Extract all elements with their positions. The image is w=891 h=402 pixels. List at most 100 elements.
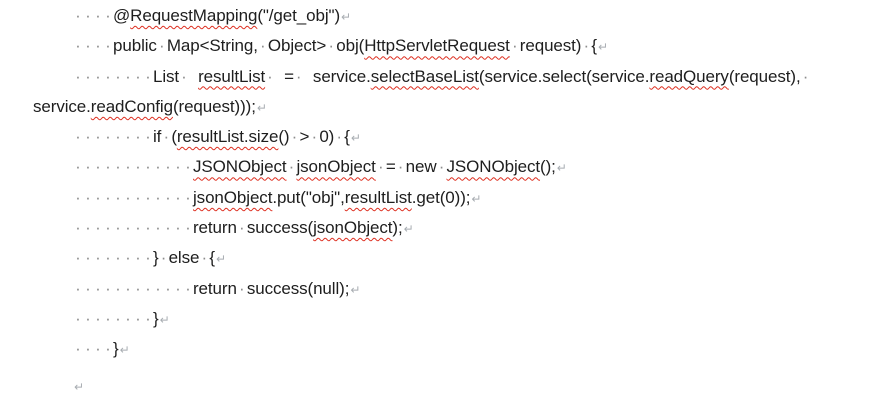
space-mark: · (95, 218, 101, 238)
space-mark: · (145, 66, 151, 86)
line-break-mark: ↵ (341, 10, 351, 24)
misspelled-word: readConfig (90, 96, 173, 116)
space-mark: · (160, 248, 167, 268)
space-mark: · (85, 248, 91, 268)
space-mark: · (336, 127, 343, 147)
code-text: ········}·else·{ (73, 248, 215, 267)
code-line: ············JSONObject·jsonObject·=·new·… (33, 152, 891, 182)
space-mark: · (135, 248, 141, 268)
space-mark: · (145, 187, 151, 207)
code-line: ········List·resultList·=·service.select… (33, 62, 891, 92)
space-mark: · (185, 187, 191, 207)
space-mark: · (165, 278, 171, 298)
space-mark: · (105, 339, 111, 359)
code-text: ········List (73, 67, 179, 86)
space-mark: · (165, 157, 171, 177)
code-text: ············return·success(null); (73, 279, 349, 298)
line-break-mark: ↵ (556, 161, 567, 176)
space-mark: · (85, 127, 91, 147)
space-mark: · (115, 187, 121, 207)
space-mark: · (75, 127, 81, 147)
space-mark: · (175, 218, 181, 238)
code-text: (request))); (172, 96, 256, 116)
space-mark: · (145, 218, 151, 238)
space-mark: · (85, 308, 91, 328)
code-text: ()·>·0)·{ (278, 127, 350, 146)
space-mark: · (125, 66, 131, 86)
misspelled-word: selectBaseList (370, 66, 479, 86)
code-line: ········}·else·{↵ (33, 243, 891, 273)
space-mark: · (155, 187, 161, 207)
space-mark: · (115, 218, 121, 238)
misspelled-word: readQuery (649, 66, 729, 86)
space-mark: · (75, 187, 81, 207)
code-text: ("/get_obj") (257, 6, 341, 25)
space-mark: · (95, 187, 101, 207)
space-mark: · (105, 36, 111, 56)
code-text: ············return·success( (73, 218, 313, 237)
space-mark: · (95, 278, 101, 298)
space-mark: · (115, 157, 121, 177)
code-line: ····@RequestMapping("/get_obj")↵ (33, 1, 891, 31)
code-line: ····public·Map<String,·Object>·obj(HttpS… (33, 31, 891, 61)
code-line: ····}↵ (33, 334, 891, 364)
space-mark: · (115, 308, 121, 328)
code-text: service. (312, 66, 371, 86)
line-break-mark: ↵ (350, 131, 361, 146)
space-mark: · (291, 127, 298, 147)
space-mark: · (85, 36, 91, 56)
misspelled-word: jsonObject (313, 218, 393, 238)
space-mark: · (75, 248, 81, 268)
space-mark: · (165, 218, 171, 238)
space-mark: · (145, 248, 151, 268)
wide-space-mark: · (295, 66, 302, 86)
space-mark: · (397, 157, 404, 177)
code-text: ········if·( (73, 127, 177, 146)
code-text: ············ (73, 188, 193, 207)
space-mark: · (328, 36, 335, 56)
space-mark: · (95, 339, 101, 359)
space-mark: · (75, 308, 81, 328)
misspelled-word: JSONObject·jsonObject (193, 157, 376, 176)
misspelled-word: resultList (198, 66, 266, 86)
space-mark: · (95, 308, 101, 328)
line-break-mark: ↵ (403, 222, 414, 237)
space-mark: · (95, 36, 101, 56)
space-mark: · (85, 187, 91, 207)
code-text: = (284, 66, 294, 86)
code-text: service. (33, 96, 91, 116)
space-mark: · (583, 36, 590, 56)
code-line: ············jsonObject.put("obj",resultL… (33, 183, 891, 213)
space-mark: · (260, 36, 266, 56)
misspelled-word: resultList (344, 187, 412, 207)
space-mark: · (85, 278, 91, 298)
code-text: .put("obj", (272, 187, 345, 207)
space-mark: · (75, 339, 81, 359)
space-mark: · (75, 278, 81, 298)
space-mark: · (125, 218, 131, 238)
line-break-mark: ↵ (597, 40, 608, 55)
code-line: ············return·success(jsonObject);↵ (33, 213, 891, 243)
space-mark: · (311, 127, 318, 147)
code-line: ············return·success(null);↵ (33, 274, 891, 304)
space-mark: · (85, 6, 91, 25)
line-break-mark: ↵ (471, 191, 482, 206)
space-mark: · (105, 308, 111, 328)
document-text: ····@RequestMapping("/get_obj")↵····publ… (33, 1, 891, 401)
space-mark: · (238, 218, 245, 238)
wide-space-mark: · (267, 66, 273, 86)
line-break-mark: ↵ (350, 282, 361, 297)
space-mark: · (175, 157, 181, 177)
space-mark: · (158, 36, 165, 56)
space-mark: · (95, 157, 101, 177)
space-mark: · (75, 66, 81, 86)
space-mark: · (125, 127, 131, 147)
space-mark: · (175, 278, 181, 298)
code-line: ↵ (33, 371, 891, 401)
space-mark: · (95, 127, 101, 147)
space-mark: · (75, 36, 81, 56)
space-mark: · (115, 278, 121, 298)
space-mark: · (155, 157, 161, 177)
space-mark: · (155, 218, 161, 238)
